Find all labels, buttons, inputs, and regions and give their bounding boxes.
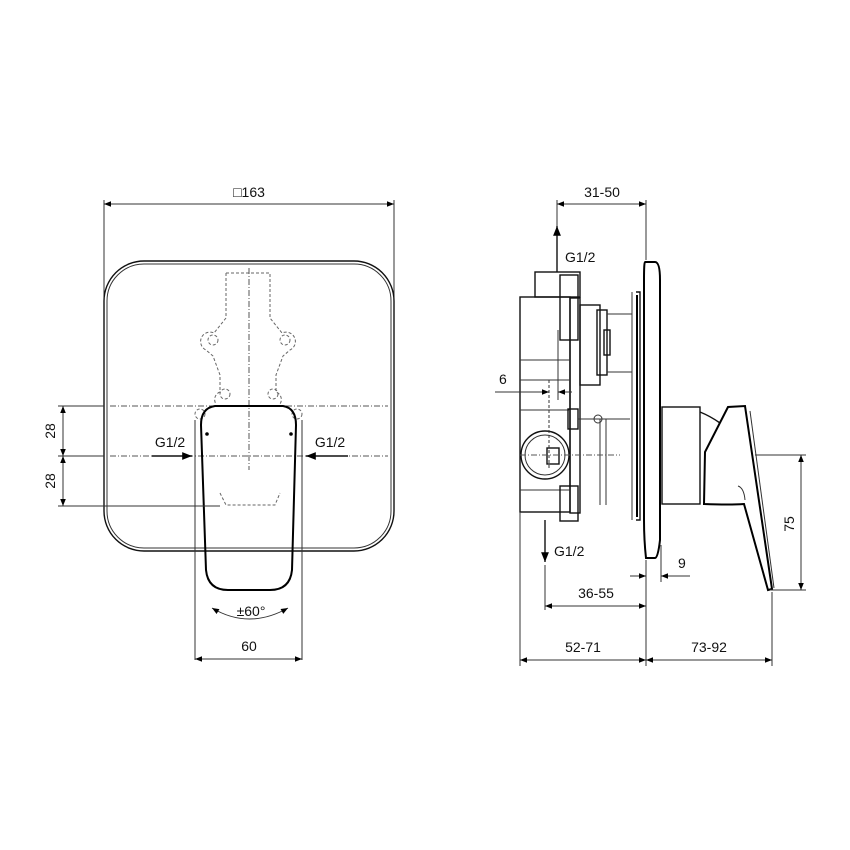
depth-dim-label: 36-55 bbox=[578, 585, 614, 601]
rotation-arc bbox=[211, 607, 289, 620]
dim-28-lower: 28 bbox=[42, 473, 58, 489]
body-depth-label: 52-71 bbox=[565, 639, 601, 655]
top-outlet-label: G1/2 bbox=[565, 249, 596, 265]
plate-size-label: □163 bbox=[233, 184, 265, 200]
offset-dim-label: 6 bbox=[499, 371, 507, 387]
hidden-body-outline bbox=[194, 272, 303, 506]
cover-plate-side bbox=[643, 261, 661, 559]
plate-thickness-label: 9 bbox=[678, 555, 686, 571]
seal-threads bbox=[631, 291, 641, 521]
lever-height-label: 75 bbox=[781, 516, 797, 532]
rotation-label: ±60° bbox=[237, 603, 266, 619]
bottom-outlet-label: G1/2 bbox=[554, 543, 585, 559]
dim-28-upper: 28 bbox=[42, 423, 58, 439]
top-dim-label: 31-50 bbox=[584, 184, 620, 200]
lever-handle bbox=[199, 405, 298, 591]
projection-label: 73-92 bbox=[691, 639, 727, 655]
side-view: 31-50 G1/2 bbox=[495, 184, 806, 666]
lever-side bbox=[661, 404, 775, 592]
inlet-right-label: G1/2 bbox=[315, 434, 346, 450]
front-view: □163 28 28 bbox=[42, 184, 395, 662]
valve-body bbox=[519, 271, 632, 522]
lever-width-label: 60 bbox=[241, 638, 257, 654]
inlet-left-label: G1/2 bbox=[155, 434, 186, 450]
